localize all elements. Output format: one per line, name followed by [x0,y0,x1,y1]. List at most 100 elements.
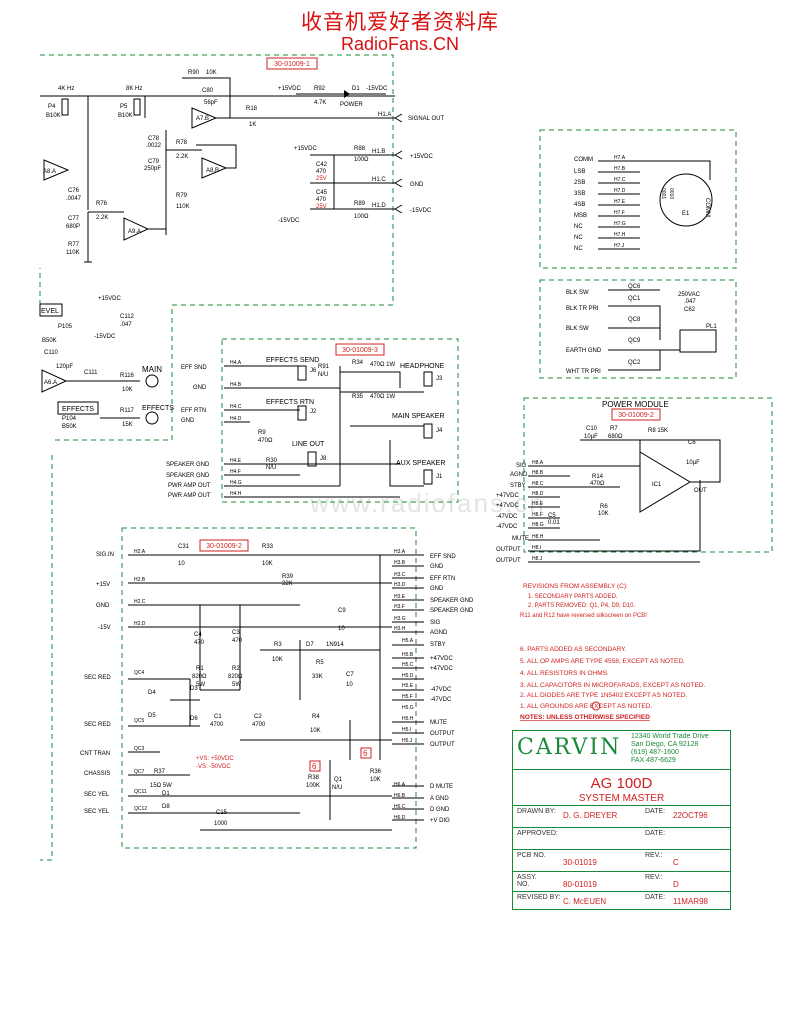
schematic-label: EFF SND [181,365,207,371]
schematic-label: C62 [684,307,696,313]
schematic-label: COMM [704,198,710,217]
schematic-label: R78 [176,140,188,146]
schematic-label: H5.H [402,716,414,722]
schematic-label: H7.D [614,188,626,194]
schematic-label: 470Ω 1W [370,394,396,400]
schematic-label: 0010 [668,188,674,199]
schematic-label: CNT TRAN [80,751,110,757]
schematic-label: GND [430,564,444,570]
opamp-a8a: A8.A [43,159,70,181]
schematic-label: C2 [254,714,262,720]
schematic-label: H3.A [394,549,406,555]
h7-connector: COMM LSB 2SB 3SB 4SB MSB NC NC NC H7.A H… [574,155,713,252]
schematic-label: R18 [246,106,258,112]
schematic-label: A9.A [128,229,141,235]
schematic-label: H3.F [394,604,405,610]
schematic-label: 4700 [210,722,224,728]
schematic-label: R34 [352,360,364,366]
schematic-label: R88 [354,146,366,152]
opamp-a6a: A6.A [41,369,68,393]
schematic-label: QC4 [134,670,145,676]
schematic-label: N/U [266,465,276,471]
schematic-label: B50K [42,338,57,344]
schematic-label: -15VDC [94,334,116,340]
schematic-label: C111 [84,370,98,376]
schematic-label: SPEAKER GND [166,473,210,479]
schematic-label: MUTE [430,720,447,726]
schematic-label: EVEL [41,308,59,315]
schematic-label: R91 [318,364,330,370]
schematic-label: GND [96,603,110,609]
schematic-label: 10µF [584,434,598,440]
schematic-label: 100Ω [354,214,369,220]
schematic-label: H5.F [402,694,413,700]
schematic-label: 470 [194,640,205,646]
power-module-title: POWER MODULE [602,400,669,409]
schematic-label: H5.J [402,738,413,744]
schematic-label: OUTPUT [430,742,455,748]
schematic-label: A7.B [196,116,209,122]
schematic-label: 4.7K [314,100,326,106]
effects-rtn-jack-label: EFFECTS RTN [266,399,314,406]
schematic-label: H4.G [230,480,242,486]
schematic-label: 120pF [56,364,73,370]
schematic-label: -15VDC [366,86,388,92]
schematic-label: 30-01009-3 [342,347,378,354]
schematic-label: -15VDC [410,208,432,214]
schematic-label: 1N914 [326,642,344,648]
schematic-label: R2 [232,666,240,672]
schematic-label: CHASSIS [84,771,110,777]
schematic-label: 470 [232,638,243,644]
schematic-label: B10K [118,113,133,119]
schematic-label: R77 [68,242,80,248]
schematic-label: H8.C [532,481,544,487]
schematic-label: BLK SW [566,290,589,296]
schematic-label: 1K [249,122,256,128]
schematic-label: 0001 [660,188,666,199]
schematic-label: 4SB [574,202,585,208]
schematic-label: 4. ALL RESISTORS IN OHMS. [520,670,609,677]
schematic-label: 10K [310,728,321,734]
schematic-label: H7.E [614,199,626,205]
schematic-label: J4 [436,428,443,434]
schematic-label: 6 [363,749,368,758]
schematic-label: .047 [120,322,132,328]
schematic-label: QC6 [628,284,641,290]
schematic-label: R30 [266,458,278,464]
line-out-label: LINE OUT [292,441,325,448]
schematic-label: J2 [310,409,317,415]
schematic-label: B10K [46,113,61,119]
schematic-label: 10K [598,511,609,517]
schematic-label: -VS: -50VDC [196,764,231,770]
schematic-label: H3.D [394,582,406,588]
schematic-label: 2SB [574,180,585,186]
effects-out-label: EFFECTS [142,405,174,412]
opamp-a8b: A8.B [201,157,228,179]
schematic-label: REVISIONS FROM ASSEMBLY (C): [523,583,628,590]
schematic-label: 2. ALL DIODES ARE TYPE 1N5402 EXCEPT AS … [520,692,687,699]
schematic-label: R116 [120,373,135,379]
schematic-label: NC [574,224,583,230]
schematic-label: R4 [312,714,320,720]
schematic-label: QC1 [628,296,641,302]
schematic-label: LSB [574,169,585,175]
schematic-label: D MUTE [430,784,453,790]
schematic-label: 4700 [252,722,266,728]
schematic-label: EFF RTN [430,576,455,582]
schematic-label: R6 [600,504,608,510]
schematic-label: QC3 [134,746,145,752]
schematic-label: C76 [68,188,80,194]
schematic-label: P4 [48,104,56,110]
schematic-label: R8 15K [648,428,668,434]
mains-switch-section: BLK SW BLK TR PRI BLK SW EARTH GND WHT T… [566,284,717,375]
schematic-label: H4.C [230,404,242,410]
schematic-label: R92 [314,86,326,92]
schematic-label: 470 [316,197,327,203]
schematic-label: H2.D [134,621,146,627]
schematic-label: C78 [148,136,160,142]
schematic-label: H8.J [532,556,543,562]
schematic-label: 10K [122,387,133,393]
assy-rev: D [673,880,679,889]
h7-box [539,129,737,269]
